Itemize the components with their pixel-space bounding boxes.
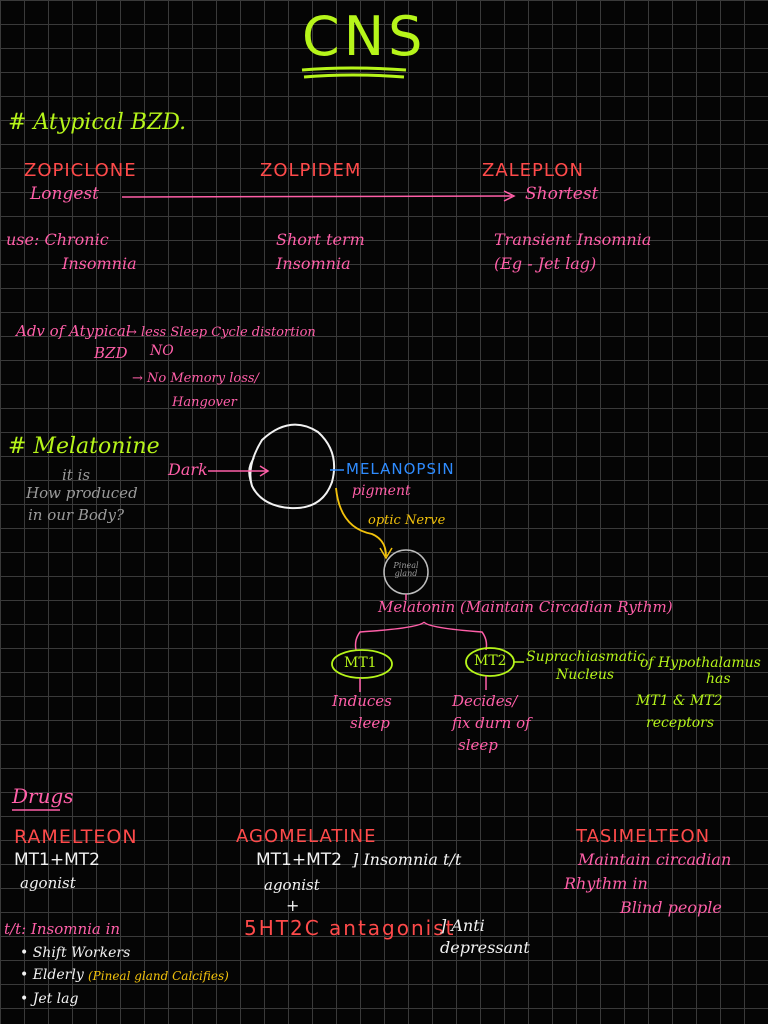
label-longest: Longest bbox=[30, 184, 99, 204]
ramelteon-agonist: agonist bbox=[20, 874, 76, 892]
hypo-2: has bbox=[706, 671, 731, 687]
question-1: it is bbox=[62, 466, 91, 484]
drug-agomelatine: AGOMELATINE bbox=[236, 826, 377, 847]
section-heading-melatonin: # Melatonine bbox=[8, 434, 160, 459]
adv-point-1: → less Sleep Cycle distortion bbox=[126, 325, 316, 340]
induces-2: sleep bbox=[350, 714, 390, 732]
section-heading-atypical: # Atypical BZD. bbox=[8, 110, 187, 135]
bullet-jet-lag: • Jet lag bbox=[20, 991, 79, 1007]
tasi-3: Blind people bbox=[620, 898, 722, 917]
adv-point-2: → No Memory loss/ bbox=[132, 371, 259, 386]
adv-label-2: BZD bbox=[94, 344, 128, 362]
agom-depressant: depressant bbox=[440, 938, 530, 957]
use-label: use: Chronic bbox=[6, 230, 109, 249]
mt2-label: MT2 bbox=[474, 653, 507, 669]
label-melanopsin: MELANOPSIN bbox=[346, 460, 455, 478]
label-pigment: pigment bbox=[352, 483, 411, 499]
tasi-1: Maintain circadian bbox=[578, 850, 732, 869]
induces-1: Induces bbox=[332, 692, 392, 710]
mt1-label: MT1 bbox=[344, 655, 377, 671]
section-heading-drugs: Drugs bbox=[12, 784, 74, 808]
receptors-1: MT1 & MT2 bbox=[636, 693, 723, 709]
agom-mt: MT1+MT2 bbox=[256, 850, 342, 870]
tt-insomnia: t/t: Insomnia in bbox=[4, 920, 121, 938]
use-transient-1: Transient Insomnia bbox=[494, 230, 652, 249]
bullet-shift-workers: • Shift Workers bbox=[20, 945, 131, 961]
scn-1: Suprachiasmatic bbox=[526, 649, 646, 665]
melatonin-line-text: Melatonin (Maintain Circadian Rythm) bbox=[378, 598, 673, 616]
page-title: CNS bbox=[302, 5, 427, 68]
label-dark: Dark bbox=[168, 460, 208, 479]
use-transient-2: (Eg - Jet lag) bbox=[494, 254, 597, 273]
drug-zaleplon: ZALEPLON bbox=[482, 160, 584, 181]
melatonin-line: Melatonin (Maintain Circadian Rythm) bbox=[378, 600, 673, 615]
adv-point-2b: Hangover bbox=[172, 395, 237, 410]
drug-zopiclone: ZOPICLONE bbox=[24, 160, 137, 181]
question-2: How produced bbox=[26, 484, 138, 502]
use-short-term-1: Short term bbox=[276, 230, 365, 249]
decides-2: fix durn of bbox=[452, 714, 531, 732]
label-pineal: Pineal gland bbox=[393, 561, 419, 578]
adv-label-1: Adv of Atypical bbox=[16, 322, 131, 340]
bullet-elderly-note: (Pineal gland Calcifies) bbox=[88, 969, 229, 983]
label-optic-nerve: optic Nerve bbox=[368, 513, 446, 528]
ramelteon-mt: MT1+MT2 bbox=[14, 850, 100, 870]
agom-5ht: 5HT2C antagonist bbox=[244, 916, 456, 940]
agom-bracket2: ] Anti bbox=[440, 916, 485, 935]
tasi-2: Rhythm in bbox=[564, 874, 648, 893]
decides-3: sleep bbox=[458, 736, 498, 754]
bullet-elderly: • Elderly bbox=[20, 967, 84, 983]
hypo-1: of Hypothalamus bbox=[640, 655, 761, 671]
agom-bracket: ] Insomnia t/t bbox=[352, 850, 462, 869]
decides-1: Decides/ bbox=[452, 692, 518, 710]
drug-ramelteon: RAMELTEON bbox=[14, 826, 138, 848]
agom-plus: + bbox=[286, 896, 300, 915]
use-chronic-2: Insomnia bbox=[62, 254, 137, 273]
adv-no: NO bbox=[150, 343, 174, 359]
question-3: in our Body? bbox=[28, 506, 125, 524]
label-shortest: Shortest bbox=[525, 184, 599, 204]
scn-2: Nucleus bbox=[556, 667, 615, 683]
drug-zolpidem: ZOLPIDEM bbox=[260, 160, 362, 181]
drug-tasimelteon: TASIMELTEON bbox=[576, 826, 711, 847]
agom-agonist: agonist bbox=[264, 876, 320, 894]
use-short-term-2: Insomnia bbox=[276, 254, 351, 273]
receptors-2: receptors bbox=[646, 715, 714, 731]
